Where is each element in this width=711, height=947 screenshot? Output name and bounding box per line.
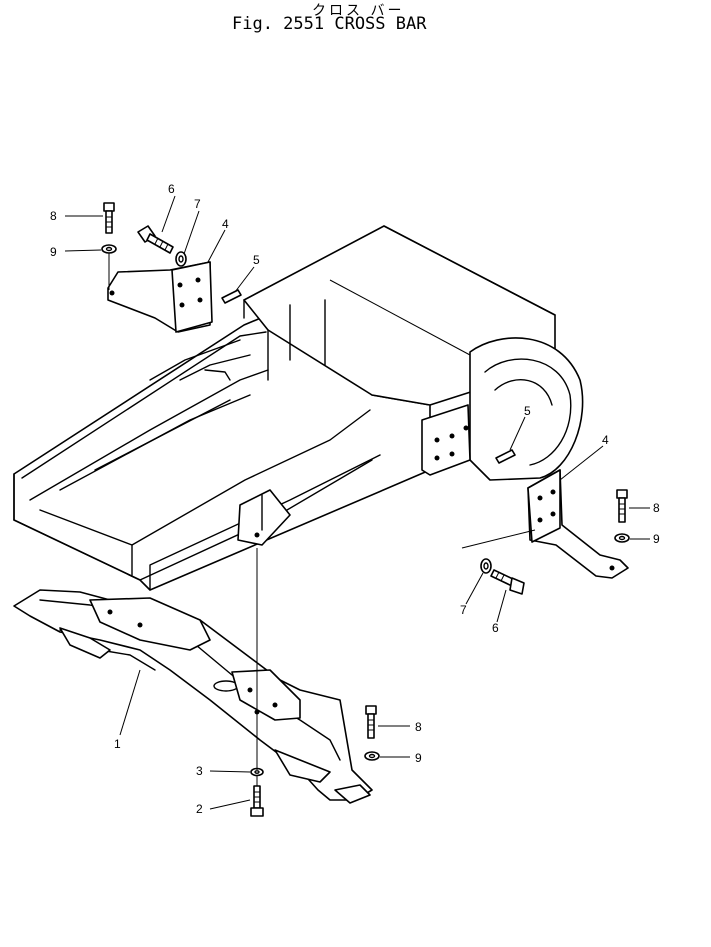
bolt-2	[250, 785, 264, 817]
bolt-8-upper-left	[103, 202, 115, 234]
callout-5: 5	[524, 404, 531, 418]
callout-8: 8	[415, 720, 422, 734]
callout-7: 7	[194, 197, 201, 211]
callout-9: 9	[50, 245, 57, 259]
callout-7: 7	[460, 603, 467, 617]
main-frame	[13, 225, 584, 591]
pin-5-right	[495, 449, 516, 464]
figure-title: Fig. 2551 CROSS BAR	[232, 14, 427, 34]
washer-7-right	[480, 558, 492, 574]
mount-bracket-left	[107, 261, 213, 333]
title-japanese: クロス バー	[312, 3, 405, 19]
callout-5: 5	[253, 253, 260, 267]
callout-4: 4	[602, 433, 609, 447]
bolt-8-lower	[365, 705, 377, 739]
washer-7-upper	[175, 251, 187, 267]
bolt-8-right	[616, 489, 628, 523]
washer-9-right	[614, 533, 630, 543]
washer-3	[250, 767, 264, 777]
bolt-6-upper	[137, 225, 174, 254]
washer-9-lower	[364, 751, 380, 761]
callout-8: 8	[653, 501, 660, 515]
callout-labels: 8 9 6 7 4 5 5 4 8 9 7 6 8 9 3 2 1	[50, 182, 660, 816]
washer-9-upper-left	[101, 244, 117, 254]
callout-6: 6	[168, 182, 175, 196]
callout-9: 9	[653, 532, 660, 546]
callout-1: 1	[114, 737, 121, 751]
cross-bar	[13, 589, 373, 804]
leader-lines	[64, 195, 650, 810]
callout-3: 3	[196, 764, 203, 778]
pin-5-upper	[221, 289, 242, 304]
callout-2: 2	[196, 802, 203, 816]
callout-6: 6	[492, 621, 499, 635]
callout-9: 9	[415, 751, 422, 765]
callout-8: 8	[50, 209, 57, 223]
mount-bracket-right	[527, 469, 629, 579]
callout-4: 4	[222, 217, 229, 231]
bolt-6-right	[490, 569, 525, 595]
